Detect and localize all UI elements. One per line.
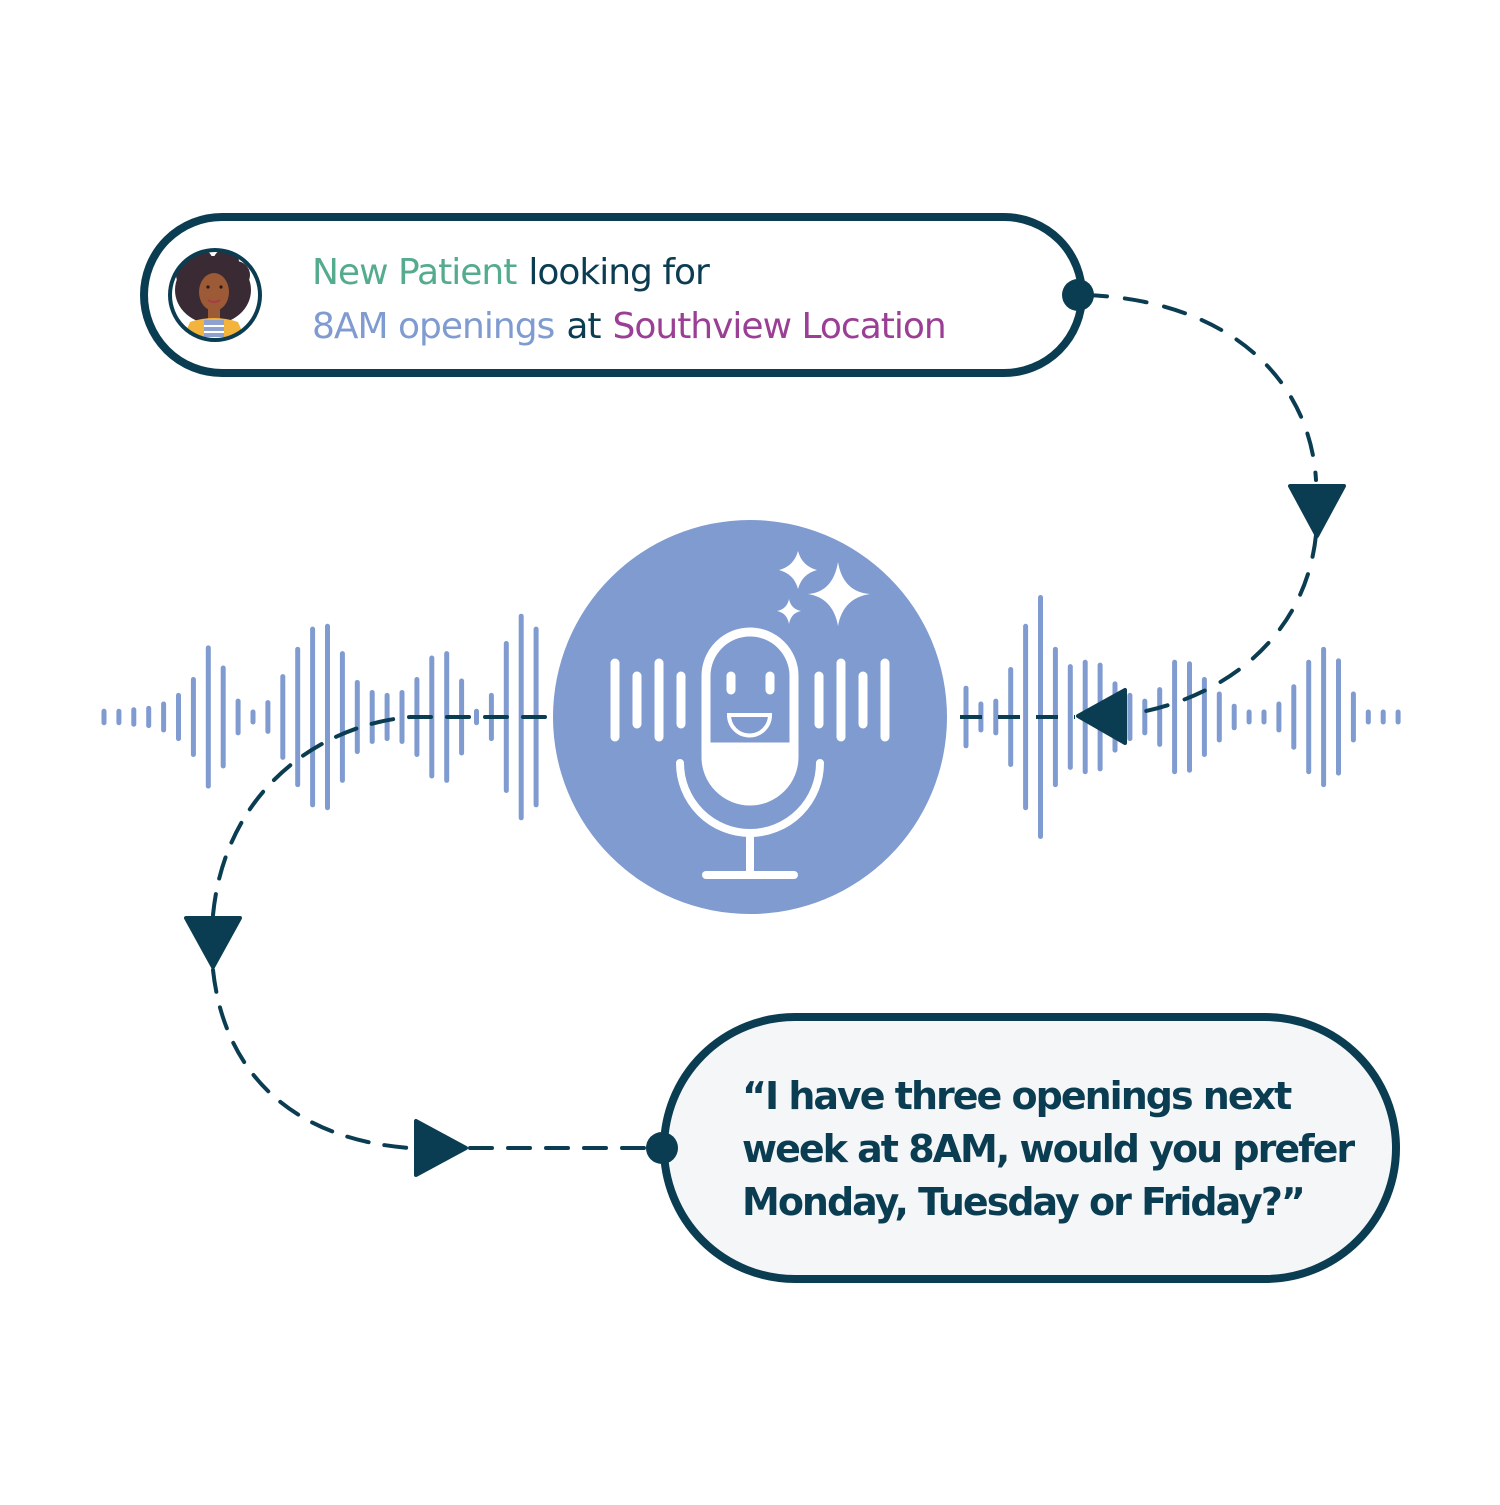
arrow-down-left-icon (184, 916, 242, 969)
bottom-bubble-connector-dot (646, 1132, 678, 1164)
connector-word: at (566, 306, 601, 347)
response-line-1: “I have three openings next (742, 1074, 1292, 1118)
response-line-3: Monday, Tuesday or Friday?” (742, 1180, 1306, 1224)
top-bubble-line-2: 8AM openings at Southview Location (312, 300, 947, 354)
response-line-2: week at 8AM, would you prefer (742, 1127, 1355, 1171)
connector-left-to-bottom (211, 968, 652, 1150)
top-bubble-connector-dot (1062, 279, 1094, 311)
connector-center-left-line (211, 715, 547, 917)
sparkles-icon (777, 551, 870, 626)
connector-top-to-center (1083, 293, 1318, 716)
waveform-left (101, 613, 539, 821)
ai-response-text: “I have three openings next week at 8AM,… (742, 1070, 1355, 1229)
ai-microphone-icon (610, 627, 890, 879)
request-text: looking for (528, 252, 710, 293)
waveform-right (963, 594, 1401, 840)
top-bubble-line-1: New Patient looking for (312, 246, 946, 300)
arrow-left-icon (1076, 688, 1127, 745)
patient-avatar (168, 248, 262, 342)
location-label: Southview Location (612, 306, 947, 347)
arrow-down-right-icon (1288, 484, 1346, 538)
patient-type-label: New Patient (312, 252, 517, 293)
arrow-right-icon (414, 1119, 468, 1177)
top-bubble-text: New Patient looking for 8AM openings at Sou… (312, 246, 947, 354)
time-request-label: 8AM openings (312, 306, 555, 347)
